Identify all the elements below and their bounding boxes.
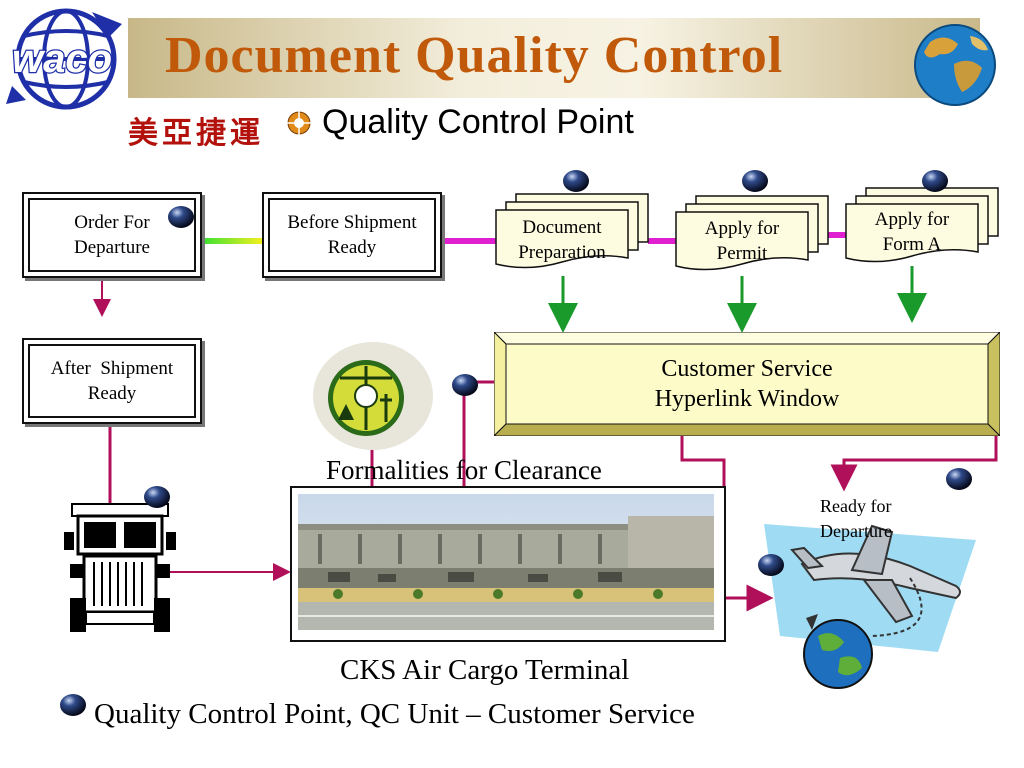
document-preparation-stack [495,193,649,269]
order-label-line1: Order For [74,212,150,233]
company-chinese-name: 美亞捷運 [128,116,264,151]
customer-service-box [494,332,1000,436]
qc-point-bullet-icon [144,486,170,508]
apply-for-permit-stack [675,195,829,271]
qc-point-bullet-icon [168,206,194,228]
qc-point-bullet-icon [922,170,948,192]
qc-point-bullet-icon [742,170,768,192]
cargo-terminal-photo [298,494,714,630]
after-label-line2: Ready [87,383,137,404]
qc-point-bullet-icon [452,374,478,396]
connector-order-before [200,238,262,244]
terminal-caption: CKS Air Cargo Terminal [340,654,630,686]
qc-point-bullet-icon [60,694,86,716]
connector-doc-permit [648,238,676,244]
terminal-photo-frame [290,486,726,642]
logo-text: waco [12,37,112,81]
customs-emblem [313,342,433,450]
legend-text: Quality Control Point, QC Unit – Custome… [94,698,695,730]
apply-for-form-a-stack [845,187,999,263]
page-title: Document Quality Control [165,27,784,84]
orange-target-bullet-icon [287,111,311,135]
qc-point-bullet-icon [563,170,589,192]
order-label-line2: Departure [74,237,150,258]
connector-before-doc [440,238,496,244]
title-banner [128,18,980,98]
truck-icon [64,503,176,632]
earth-globe-icon [914,24,996,106]
connector-permit-forma [828,232,846,238]
airplane-icon [764,524,976,689]
before-label-line1: Before Shipment [287,212,417,233]
after-label-line1: After Shipment [50,358,174,379]
before-label-line2: Ready [327,237,377,258]
waco-logo: waco [6,8,122,110]
qc-point-bullet-icon [946,468,972,490]
page-subtitle: Quality Control Point [322,103,634,141]
formalities-label: Formalities for Clearance [326,455,602,485]
qc-point-bullet-icon [758,554,784,576]
